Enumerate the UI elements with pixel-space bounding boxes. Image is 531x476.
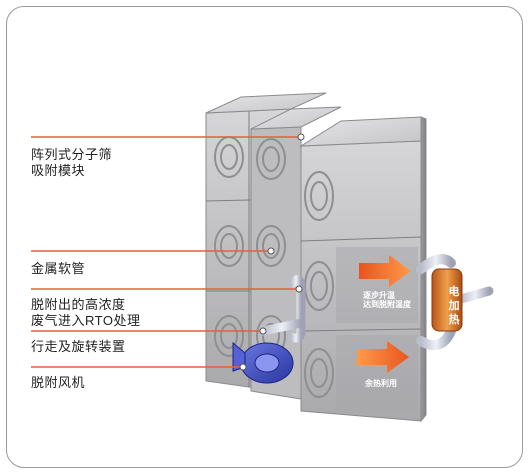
lower-arrow-label: 余热利用 <box>365 379 397 388</box>
leader-dots <box>239 133 305 371</box>
label-array-module: 阵列式分子筛 吸附模块 <box>31 147 113 178</box>
metal-hose-pipes <box>258 254 494 351</box>
diagram-frame: 阵列式分子筛 吸附模块 金属软管 脱附出的高浓度 废气进入RTO处理 行走及旋转… <box>6 6 523 468</box>
leader-lines <box>31 136 301 368</box>
lower-flow-panel <box>336 335 418 411</box>
label-desorb-fan: 脱附风机 <box>31 375 86 390</box>
equipment-diagram <box>31 92 494 423</box>
label-desorb-outlet: 脱附出的高浓度 废气进入RTO处理 <box>31 297 141 328</box>
electric-heater <box>431 268 463 332</box>
upper-arrow-label: 逐步升温 达到脱附温度 <box>363 291 411 309</box>
desorption-fan <box>232 341 294 384</box>
label-metal-hose: 金属软管 <box>31 261 86 276</box>
upper-flow-arrow <box>359 255 411 287</box>
lower-flow-arrow <box>357 341 409 373</box>
heater-label: 电 加 热 <box>448 286 460 326</box>
label-travel-rotate: 行走及旋转装置 <box>31 339 126 354</box>
upper-flow-panel <box>336 247 418 323</box>
